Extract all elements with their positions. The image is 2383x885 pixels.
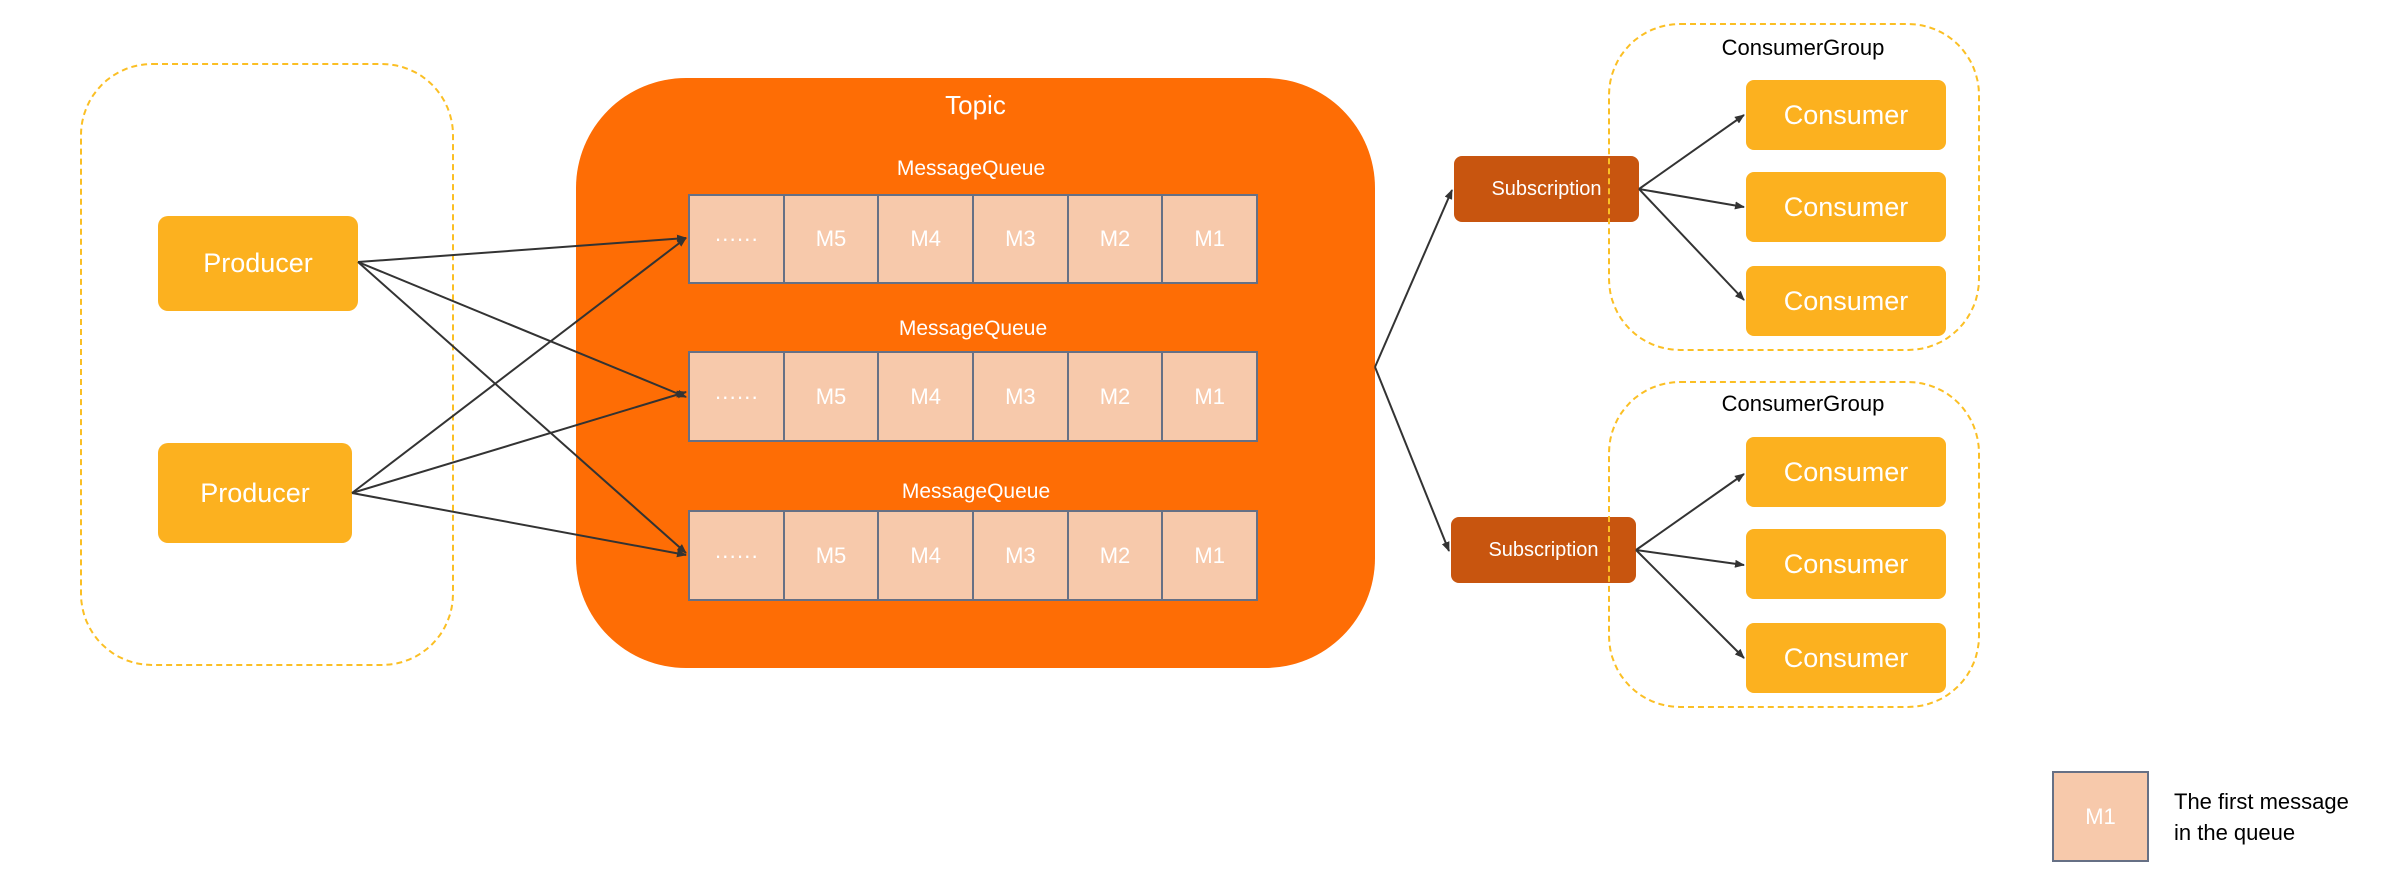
topic-title: Topic (945, 90, 1006, 120)
queue-cell-m3: M3 (974, 353, 1069, 440)
consumer-1-3: Consumer (1746, 266, 1946, 336)
producer-group (80, 63, 454, 666)
message-queue-label-1: MessageQueue (896, 157, 1046, 180)
queue-cell-m5: M5 (785, 512, 880, 599)
queue-cell-m2: M2 (1069, 196, 1164, 282)
legend-text-line-1: The first message (2174, 789, 2349, 814)
producer-1: Producer (158, 216, 358, 311)
queue-cell-m5: M5 (785, 353, 880, 440)
consumer-1-1: Consumer (1746, 80, 1946, 150)
legend-cell: M1 (2052, 771, 2149, 862)
arrow-topic-subscription1 (1374, 189, 1453, 368)
queue-cell-m4: M4 (879, 196, 975, 282)
queue-cell-m1: M1 (1194, 383, 1225, 409)
message-queue-1: ······ M5 M4 M3 M2 M1 (688, 194, 1258, 284)
queue-cell-ellipsis: ······ (690, 353, 785, 440)
consumer-2-3: Consumer (1746, 623, 1946, 693)
legend-text: The first message in the queue (2174, 786, 2374, 848)
consumer-group-2 (1608, 381, 1980, 708)
consumer-1-2: Consumer (1746, 172, 1946, 242)
producer-2: Producer (158, 443, 352, 543)
arrow-topic-subscription2 (1374, 366, 1450, 552)
message-queue-label-3: MessageQueue (901, 480, 1051, 503)
consumer-group-title-1: ConsumerGroup (1721, 35, 1885, 60)
queue-cell-m1: M1 (1194, 226, 1225, 251)
message-queue-3: ······ M5 M4 M3 M2 M1 (688, 510, 1258, 601)
consumer-2-2: Consumer (1746, 529, 1946, 599)
queue-cell-ellipsis: ······ (690, 512, 785, 599)
queue-cell-m4: M4 (879, 512, 975, 599)
queue-cell-m2: M2 (1069, 512, 1164, 599)
queue-cell-m5: M5 (785, 196, 880, 282)
queue-cell-m1: M1 (1194, 542, 1225, 568)
queue-cell-m3: M3 (974, 512, 1069, 599)
queue-cell-ellipsis: ······ (690, 196, 785, 282)
consumer-2-1: Consumer (1746, 437, 1946, 507)
legend-text-line-2: in the queue (2174, 820, 2296, 845)
message-queue-2: ······ M5 M4 M3 M2 M1 (688, 351, 1258, 442)
consumer-group-title-2: ConsumerGroup (1721, 391, 1885, 416)
consumer-group-1 (1608, 23, 1980, 351)
subscription-2: Subscription (1451, 517, 1636, 583)
queue-cell-m4: M4 (879, 353, 975, 440)
message-queue-label-2: MessageQueue (898, 317, 1048, 340)
queue-cell-m3: M3 (974, 196, 1069, 282)
queue-cell-m2: M2 (1069, 353, 1164, 440)
